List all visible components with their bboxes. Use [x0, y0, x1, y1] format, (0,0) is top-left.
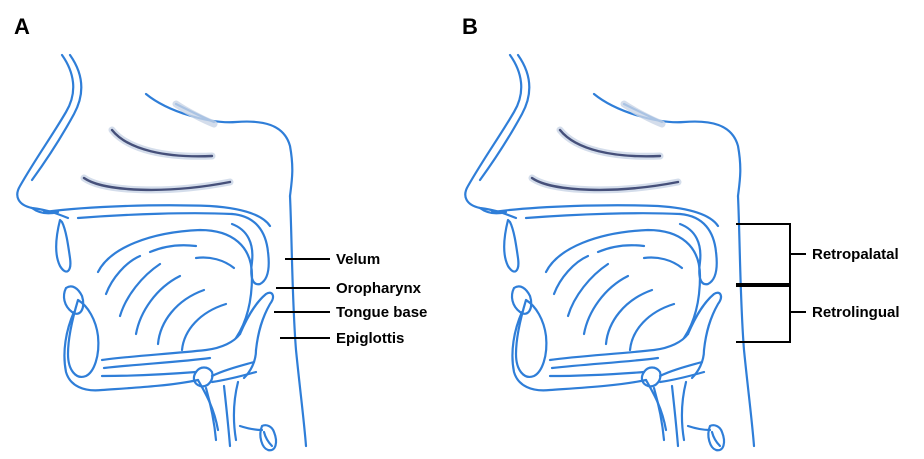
panel-a-head	[17, 55, 306, 450]
retrolingual-bracket	[736, 286, 790, 342]
retropalatal-bracket	[736, 224, 790, 284]
label-retrolingual: Retrolingual	[812, 304, 900, 321]
panel-b-head	[465, 55, 754, 450]
label-velum: Velum	[336, 251, 380, 268]
label-tongue-base: Tongue base	[336, 304, 427, 321]
label-oropharynx: Oropharynx	[336, 280, 422, 297]
label-retropalatal: Retropalatal	[812, 246, 899, 263]
label-epiglottis: Epiglottis	[336, 330, 404, 347]
